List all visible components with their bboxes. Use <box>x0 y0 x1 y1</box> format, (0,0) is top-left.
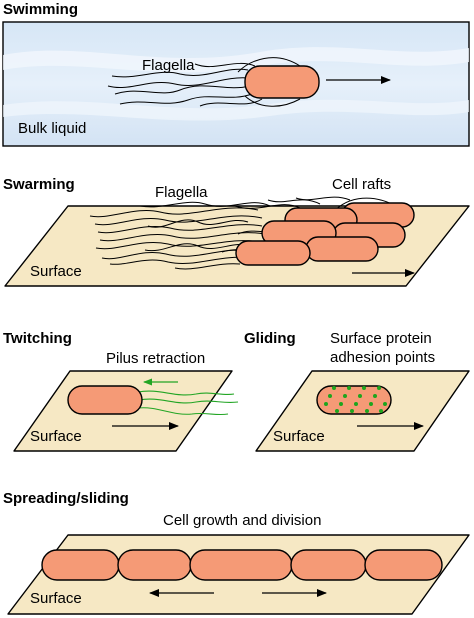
bulk-liquid-box <box>2 21 470 147</box>
spreading-title: Spreading/sliding <box>3 490 129 507</box>
cell-growth-label: Cell growth and division <box>163 512 321 529</box>
gliding-panel: Gliding Surface protein adhesion points … <box>244 330 470 452</box>
swimming-flagella <box>107 57 301 107</box>
chain-cell <box>117 549 192 581</box>
swimming-cell <box>244 65 320 99</box>
chain-cell <box>41 549 120 581</box>
adhesion-label-line1: Surface protein <box>330 330 432 347</box>
pilus-fibers <box>137 378 239 416</box>
chain-cell <box>189 549 293 581</box>
adhesion-points <box>324 386 387 413</box>
swimming-title: Swimming <box>3 1 78 18</box>
chain-cell <box>364 549 443 581</box>
adhesion-label-line2: adhesion points <box>330 349 435 366</box>
twitching-surface-label: Surface <box>30 428 82 445</box>
swarming-title: Swarming <box>3 176 75 193</box>
spreading-surface-label: Surface <box>30 590 82 607</box>
swarming-flagella-label: Flagella <box>155 184 208 201</box>
swimming-flagella-label: Flagella <box>142 57 195 74</box>
spreading-panel: Spreading/sliding Cell growth and divisi… <box>3 490 470 615</box>
swimming-panel: Swimming Flagella Bulk liquid <box>2 1 470 147</box>
liquid-wave <box>3 99 469 121</box>
chain-cell <box>290 549 367 581</box>
gliding-surface-label: Surface <box>273 428 325 445</box>
gliding-cell <box>316 385 392 415</box>
gliding-title: Gliding <box>244 330 296 347</box>
swarming-panel: Swarming Flagella Cell rafts <box>3 176 470 287</box>
swarm-cell <box>235 240 311 266</box>
cell-rafts-label: Cell rafts <box>332 176 391 193</box>
twitching-panel: Twitching Pilus retraction Surface <box>3 330 239 452</box>
swarm-cell <box>305 236 379 262</box>
liquid-wave <box>3 47 469 73</box>
cell-rafts <box>235 202 415 266</box>
pilus-retraction-label: Pilus retraction <box>106 350 205 367</box>
twitching-title: Twitching <box>3 330 72 347</box>
twitching-cell <box>67 385 143 415</box>
swarming-surface-label: Surface <box>30 263 82 280</box>
bulk-liquid-label: Bulk liquid <box>18 120 86 137</box>
cell-chain <box>41 549 443 581</box>
